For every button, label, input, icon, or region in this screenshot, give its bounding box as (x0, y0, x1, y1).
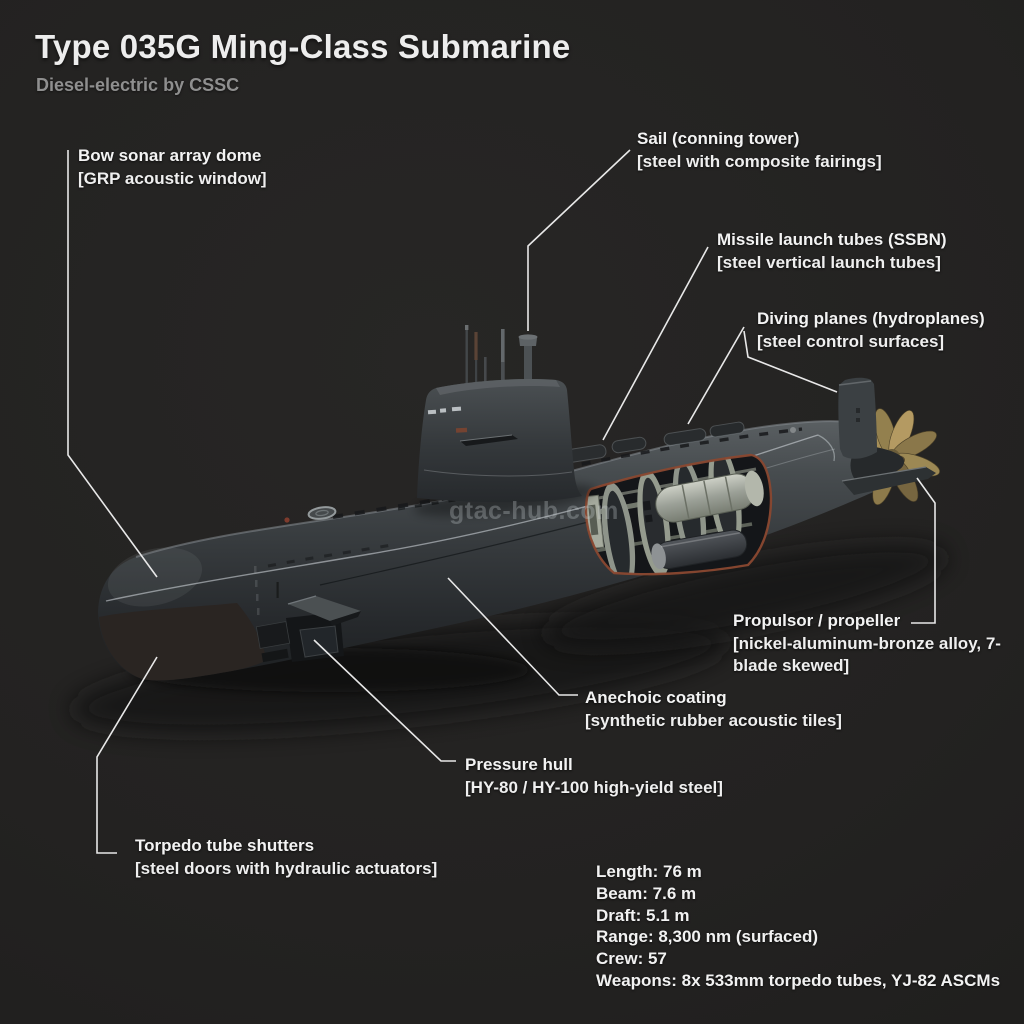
callout-detail: [synthetic rubber acoustic tiles] (585, 710, 842, 730)
callout-title: Bow sonar array dome (78, 146, 262, 165)
sail-masts (465, 325, 538, 395)
callout-title: Diving planes (hydroplanes) (757, 309, 985, 328)
callout-missile-tubes: Missile launch tubes (SSBN) [steel verti… (717, 229, 947, 274)
cutaway-rim (584, 453, 773, 576)
spec-range: Range: 8,300 nm (surfaced) (596, 927, 819, 947)
callout-bow-sonar: Bow sonar array dome [GRP acoustic windo… (78, 145, 267, 190)
sail-orange-marking (455, 427, 468, 433)
callout-sail: Sail (conning tower) [steel with composi… (637, 128, 882, 173)
stern-plane (841, 466, 936, 495)
leader-torpedo-shutters (96, 656, 158, 854)
callout-pressure-hull: Pressure hull [HY-80 / HY-100 high-yield… (465, 754, 723, 799)
callout-propulsor: Propulsor / propeller [nickel-aluminum-b… (733, 610, 1013, 678)
leader-anechoic (447, 577, 578, 696)
spec-weapons: Weapons: 8x 533mm torpedo tubes, YJ-82 A… (596, 970, 1001, 990)
callout-title: Missile launch tubes (SSBN) (717, 230, 947, 249)
deck-hatch-ring (307, 506, 337, 520)
specs-block: Length: 76 m Beam: 7.6 m Draft: 5.1 m Ra… (596, 861, 1000, 992)
callout-detail: [steel vertical launch tubes] (717, 252, 941, 272)
leader-sail (527, 149, 631, 331)
deck-marker-light (284, 517, 290, 523)
callout-detail: [GRP acoustic window] (78, 168, 267, 188)
watermark: gtac-hub.com (449, 497, 619, 525)
callout-diving-planes: Diving planes (hydroplanes) [steel contr… (757, 308, 985, 353)
leader-diving-planes-b (743, 330, 838, 393)
stern-rudder (790, 377, 877, 459)
leader-propulsor (911, 477, 936, 624)
callout-detail: [nickel-aluminum-bronze alloy, 7-blade s… (733, 633, 1001, 676)
sail-windows (427, 406, 462, 415)
callout-torpedo-shutters: Torpedo tube shutters [steel doors with … (135, 835, 437, 880)
callout-title: Sail (conning tower) (637, 129, 800, 148)
page-subtitle: Diesel-electric by CSSC (36, 75, 240, 95)
callout-detail: [HY-80 / HY-100 high-yield steel] (465, 777, 723, 797)
leader-pressure-hull (313, 639, 456, 762)
spec-beam: Beam: 7.6 m (596, 883, 697, 903)
spec-length: Length: 76 m (596, 862, 702, 881)
callout-title: Pressure hull (465, 755, 573, 774)
callout-anechoic: Anechoic coating [synthetic rubber acous… (585, 687, 842, 732)
submarine-sail (413, 378, 597, 517)
bow-sonar-dome (99, 603, 267, 681)
callout-detail: [steel control surfaces] (757, 331, 945, 351)
leader-missile-tubes (602, 246, 709, 441)
leader-diving-planes-a (687, 326, 745, 425)
callout-title: Anechoic coating (585, 688, 727, 707)
leader-bow-sonar (67, 150, 158, 578)
spec-crew: Crew: 57 (596, 949, 667, 969)
page-title: Type 035G Ming-Class Submarine (35, 28, 571, 65)
bow-plane (276, 582, 361, 662)
spec-draft: Draft: 5.1 m (596, 905, 690, 925)
callout-title: Propulsor / propeller (733, 611, 901, 630)
missile-hatches (565, 421, 745, 463)
callout-title: Torpedo tube shutters (135, 836, 315, 855)
callout-detail: [steel doors with hydraulic actuators] (135, 858, 438, 878)
cutaway-section (584, 453, 773, 576)
callout-detail: [steel with composite fairings] (637, 151, 882, 171)
torpedo-shutter-doors (255, 621, 291, 663)
sail-vane (460, 435, 518, 446)
